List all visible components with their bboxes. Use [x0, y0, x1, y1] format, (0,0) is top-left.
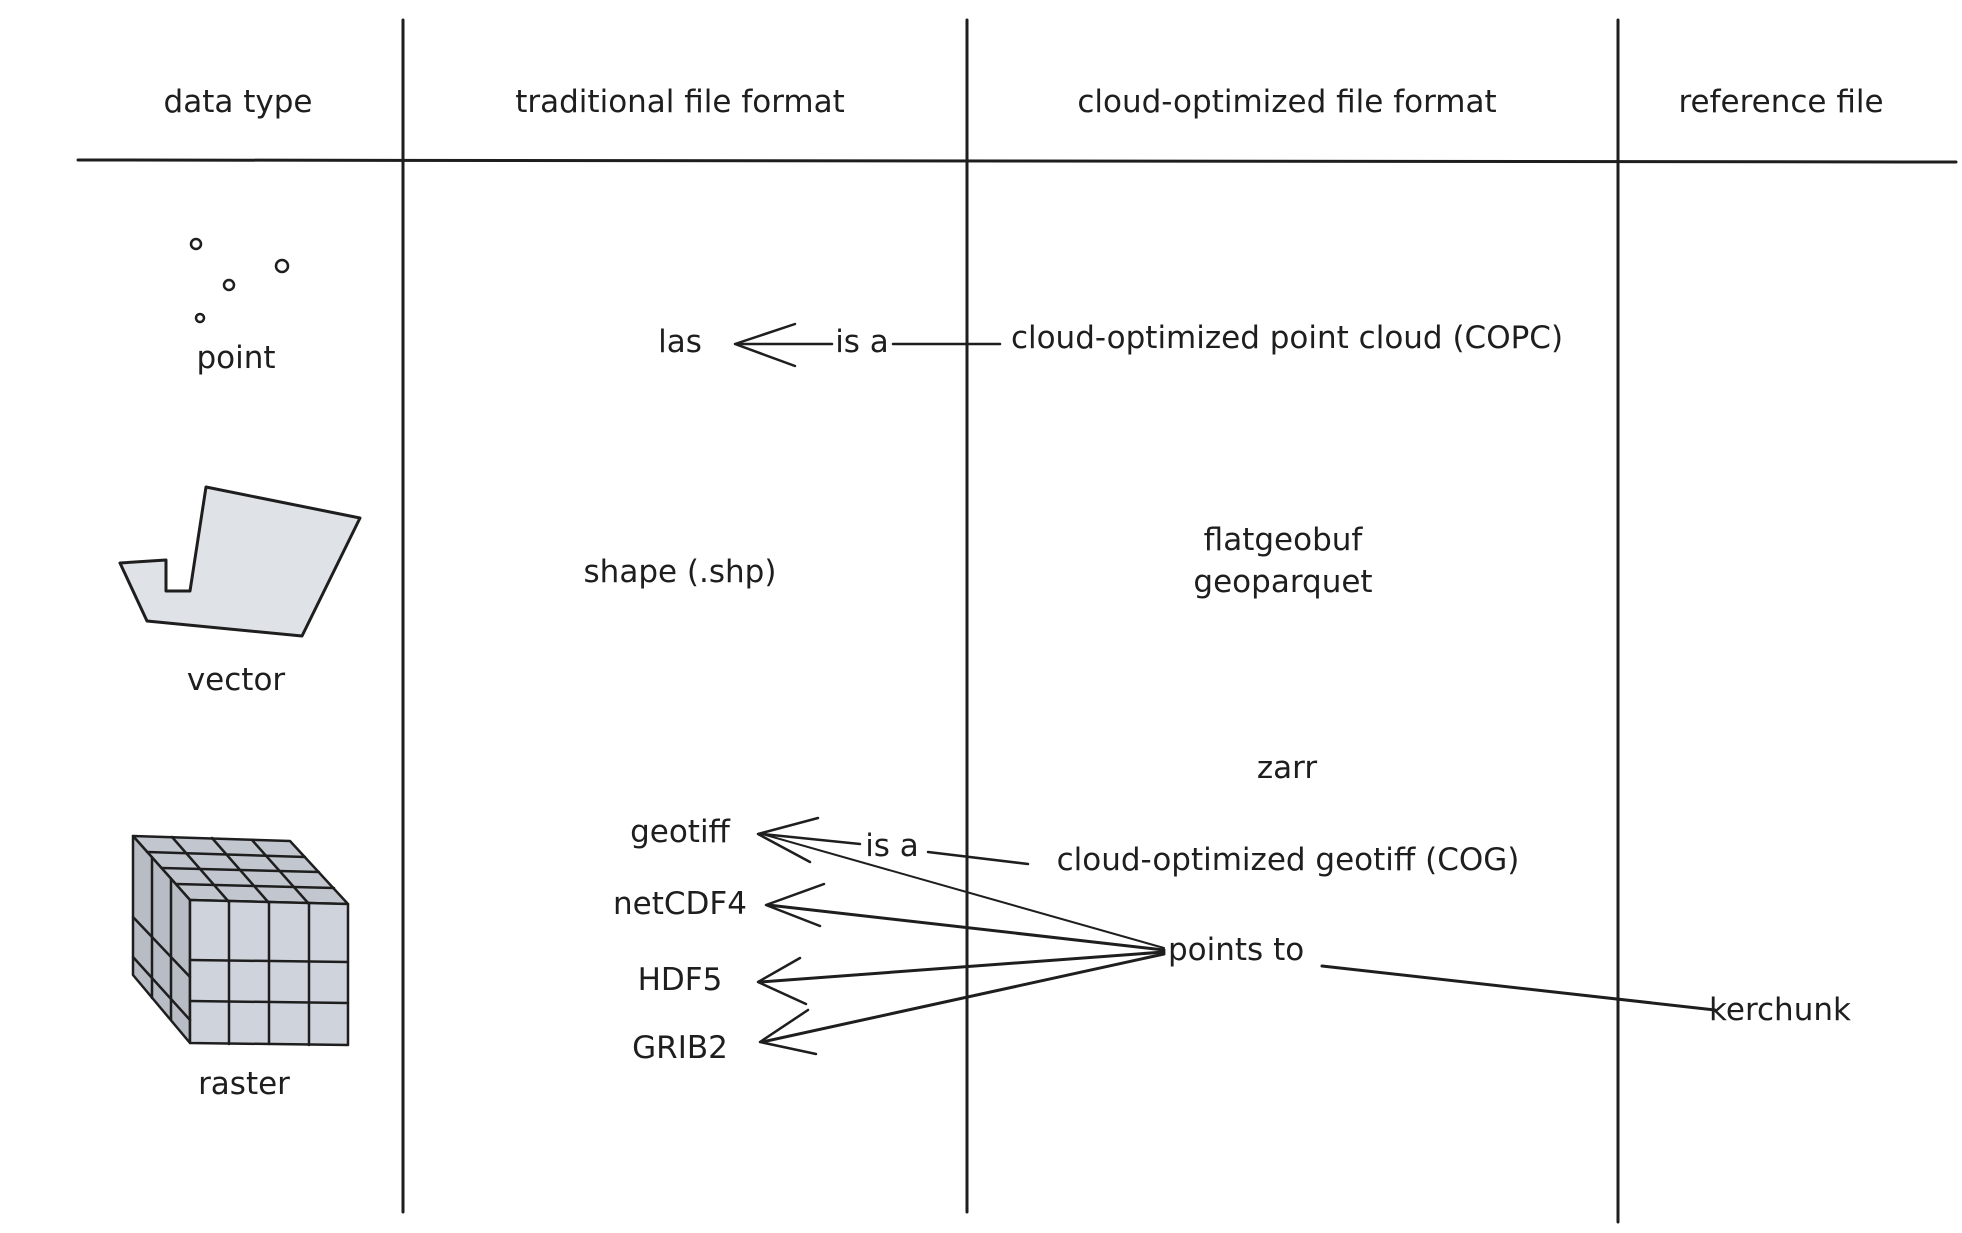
data-type-vector: vector	[187, 662, 286, 698]
format-hdf5: HDF5	[638, 962, 723, 998]
header-data-type: data type	[164, 84, 313, 120]
format-cog: cloud-optimized geotiff (COG)	[1057, 842, 1520, 878]
cloud-optimized-formats: cloud-optimized point cloud (COPC) flatg…	[1011, 320, 1563, 878]
format-las: las	[658, 324, 702, 360]
polygon-icon	[118, 485, 362, 638]
format-geoparquet: geoparquet	[1193, 564, 1372, 600]
relation-cog-is-a-geotiff: is a	[756, 816, 1030, 866]
reference-kerchunk: kerchunk	[1709, 992, 1851, 1028]
data-type-raster: raster	[198, 1066, 290, 1102]
point-icon	[189, 237, 290, 324]
raster-cube-icon	[131, 834, 350, 1047]
format-flatgeobuf: flatgeobuf	[1204, 522, 1364, 558]
traditional-formats: las shape (.shp) geotiff netCDF4 HDF5 GR…	[584, 324, 777, 1066]
label-is-a-1: is a	[835, 324, 889, 360]
kerchunk-connector	[1320, 964, 1717, 1012]
header-reference-file: reference file	[1678, 84, 1883, 120]
format-copc: cloud-optimized point cloud (COPC)	[1011, 320, 1563, 356]
format-zarr: zarr	[1257, 750, 1317, 786]
data-type-point: point	[196, 340, 275, 376]
relation-copc-is-a-las: is a	[733, 322, 1002, 368]
relation-kerchunk-points-to: points to	[756, 833, 1717, 1056]
header-traditional-format: traditional file format	[515, 84, 845, 120]
label-is-a-2: is a	[865, 828, 919, 864]
header-cloud-optimized-format: cloud-optimized file format	[1077, 84, 1496, 120]
format-shape: shape (.shp)	[584, 554, 777, 590]
column-headers: data type traditional file format cloud-…	[164, 84, 1884, 120]
format-netcdf4: netCDF4	[613, 886, 747, 922]
table-grid	[76, 18, 1958, 1224]
format-geotiff: geotiff	[630, 814, 730, 850]
header-underline	[76, 158, 1958, 164]
label-points-to: points to	[1168, 932, 1304, 968]
format-grib2: GRIB2	[632, 1030, 728, 1066]
